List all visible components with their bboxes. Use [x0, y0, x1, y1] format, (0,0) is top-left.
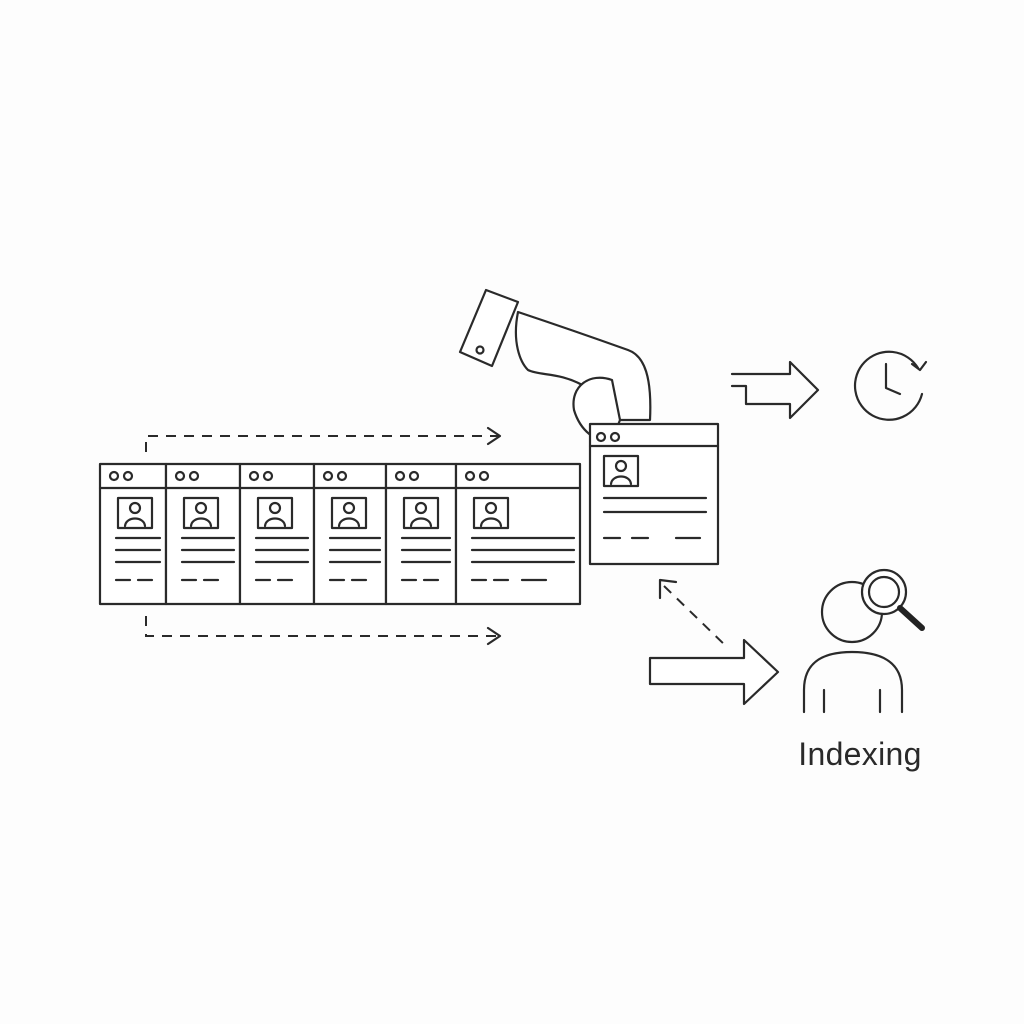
page-stack [98, 462, 582, 606]
indexing-label: Indexing [798, 736, 922, 772]
arrow-to-clock-icon [730, 360, 820, 420]
stacked-page-card [454, 462, 582, 606]
stacked-page-card [98, 462, 168, 606]
arrow-to-person-icon [648, 638, 780, 706]
avatar-thumbnail [116, 496, 154, 530]
stacked-page-card [238, 462, 316, 606]
avatar-thumbnail [602, 454, 640, 488]
dashed-arrow-top [145, 426, 502, 452]
stacked-page-card [384, 462, 458, 606]
stacked-page-card [164, 462, 242, 606]
clock-icon [853, 350, 928, 421]
avatar-thumbnail [330, 496, 368, 530]
avatar-thumbnail [402, 496, 440, 530]
person-search-icon [802, 568, 925, 714]
stacked-page-card [312, 462, 388, 606]
avatar-thumbnail [182, 496, 220, 530]
held-page-card [588, 422, 720, 566]
avatar-thumbnail [472, 496, 510, 530]
magnifier-icon [860, 568, 925, 631]
hand-icon [458, 288, 652, 442]
avatar-thumbnail [256, 496, 294, 530]
dashed-arrow-diagonal [658, 578, 729, 649]
dashed-arrow-bottom [145, 616, 502, 646]
